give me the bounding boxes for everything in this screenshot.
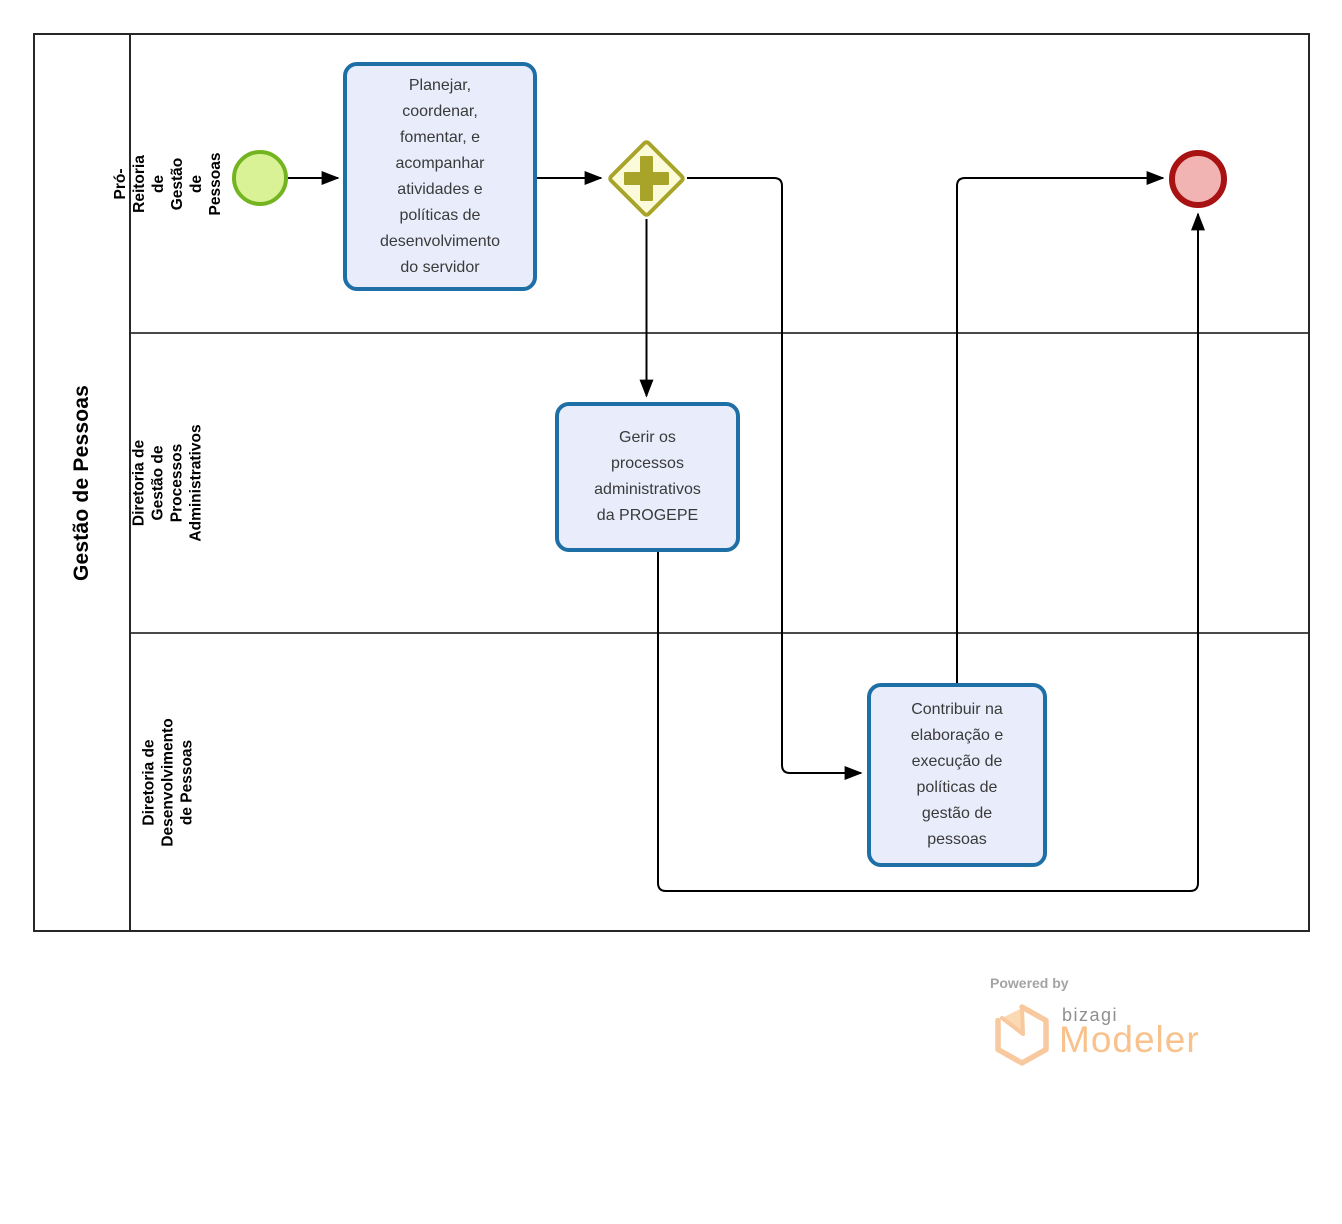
modeler-wordmark: Modeler bbox=[1059, 1019, 1200, 1060]
flow-gateway-to-contribuir[interactable] bbox=[687, 177, 863, 780]
powered-by-text: Powered by bbox=[990, 975, 1069, 991]
bizagi-branding: Powered by bizagi Modeler bbox=[985, 975, 1245, 1070]
lane-divider-2 bbox=[131, 632, 1308, 634]
lane-divider-1 bbox=[131, 332, 1308, 334]
flow-gerir-to-end[interactable] bbox=[657, 212, 1205, 892]
task-gerir[interactable]: Gerir os processos administrativos da PR… bbox=[555, 402, 740, 552]
bizagi-wordmark: bizagi bbox=[1062, 1005, 1119, 1025]
pool-label-band: Gestão de Pessoas bbox=[35, 35, 131, 930]
task-contribuir[interactable]: Contribuir na elaboração e execução de p… bbox=[867, 683, 1047, 867]
flow-contribuir-to-end[interactable] bbox=[956, 171, 1165, 683]
bizagi-hexagon-icon bbox=[995, 1004, 1049, 1066]
start-event[interactable] bbox=[232, 150, 288, 206]
task-planejar[interactable]: Planejar, coordenar, fomentar, e acompan… bbox=[343, 62, 537, 291]
plus-icon bbox=[640, 156, 653, 201]
end-event[interactable] bbox=[1169, 150, 1227, 208]
